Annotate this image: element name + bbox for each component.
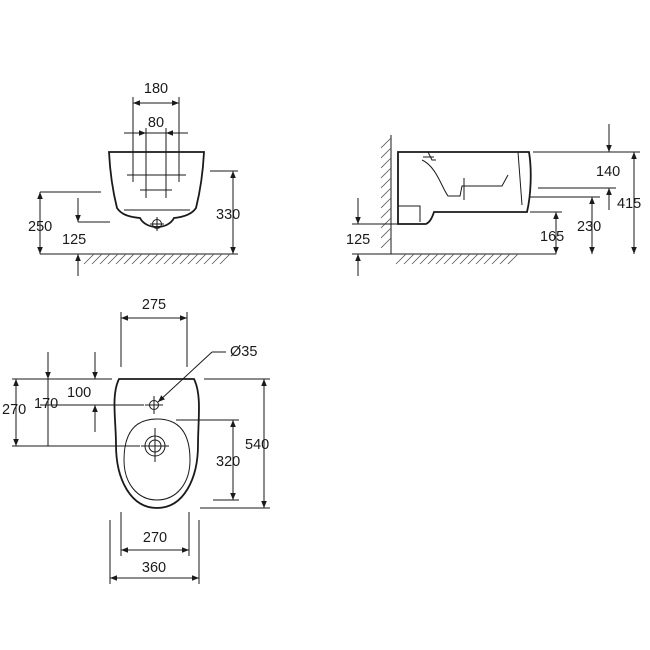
dim-label-230: 230 xyxy=(577,219,601,235)
side-floor-hatch xyxy=(395,253,519,265)
side-inner-channel xyxy=(421,159,509,197)
dim-label-540: 540 xyxy=(245,437,269,453)
top-bowl-outline xyxy=(113,378,200,509)
dim-label-125: 125 xyxy=(62,232,86,248)
dim-label-360: 360 xyxy=(142,560,166,576)
dim-label-125-side: 125 xyxy=(346,232,370,248)
side-pipe-outlet xyxy=(398,205,421,222)
dim-label-270-left: 270 xyxy=(2,402,26,418)
dim-label-165: 165 xyxy=(540,229,564,245)
dim-label-415: 415 xyxy=(617,196,641,212)
dim-label-330: 330 xyxy=(216,207,240,223)
top-view: 275 Ø35 270 170 100 320 540 270 360 xyxy=(2,297,270,584)
side-wall-hatch xyxy=(380,137,392,249)
dim-label-270-bottom: 270 xyxy=(143,530,167,546)
side-rim-line xyxy=(517,151,523,206)
top-basin-outline xyxy=(123,418,191,501)
dim-label-dia35: Ø35 xyxy=(230,344,257,360)
dim-label-170: 170 xyxy=(34,396,58,412)
side-body-outline xyxy=(397,151,532,225)
side-tap-hole xyxy=(427,151,436,161)
leader-dia35 xyxy=(157,351,213,403)
dim-label-180: 180 xyxy=(144,81,168,97)
front-floor-hatch xyxy=(83,253,231,265)
dim-label-100: 100 xyxy=(67,385,91,401)
dim-label-275: 275 xyxy=(142,297,166,313)
front-bowl-outline xyxy=(108,151,205,228)
front-view: 180 80 250 125 330 xyxy=(28,81,240,276)
dim-label-80: 80 xyxy=(148,115,164,131)
side-view: 140 415 230 165 125 xyxy=(346,124,641,276)
dim-label-250: 250 xyxy=(28,219,52,235)
dim-label-320: 320 xyxy=(216,454,240,470)
dim-label-140: 140 xyxy=(596,164,620,180)
